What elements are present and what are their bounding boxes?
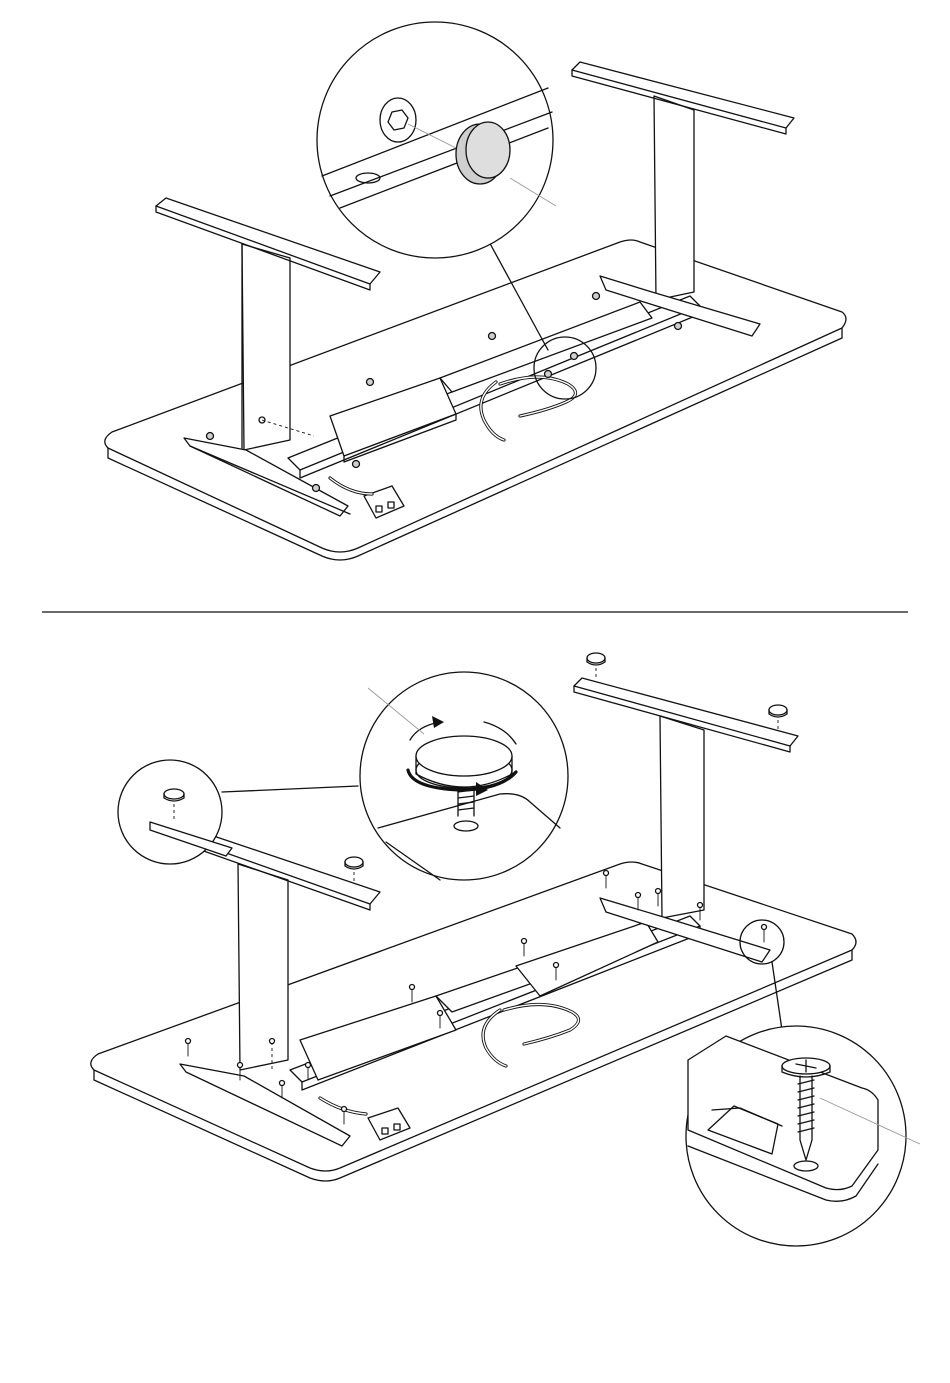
leg-right-2 — [660, 716, 704, 918]
step-bottom — [91, 653, 920, 1246]
foot-rotation-detail — [360, 672, 568, 880]
step-top — [105, 22, 846, 560]
leg-left-2 — [238, 864, 288, 1070]
screw-detail — [686, 1026, 920, 1246]
leg-right-1 — [654, 96, 694, 300]
cap-insertion-detail — [317, 22, 556, 258]
hex-socket-icon — [380, 98, 416, 142]
leg-left-1 — [242, 244, 290, 450]
